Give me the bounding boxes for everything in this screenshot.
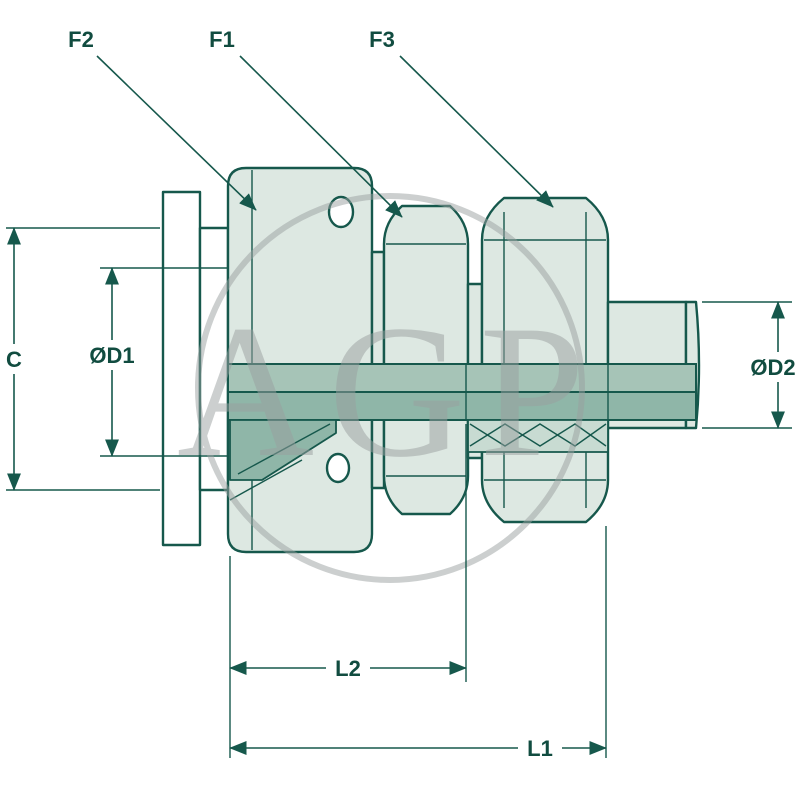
c-label-bg [2,344,28,374]
section-hatch-2 [229,459,303,501]
section-hatch-1 [237,423,331,475]
thread-zigzag-1 [469,423,607,447]
watermark-circle [195,193,585,583]
bore-upper [228,364,696,392]
label-f3: F3 [369,27,395,52]
watermark: AGP [177,193,599,583]
label-f1: F1 [209,27,235,52]
flange-plate [161,190,202,547]
d2-label-bg [742,352,800,382]
section-hole [325,452,351,484]
label-c: C [6,347,22,372]
bore-lower [228,392,696,420]
d1-label-bg [83,340,141,370]
label-d2: ØD2 [750,355,795,380]
label-f2: F2 [68,27,94,52]
leader-f3 [399,55,554,208]
thread-zigzag-2 [469,423,607,447]
l2-label-bg [326,652,370,682]
label-d1: ØD1 [89,343,134,368]
label-l2: L2 [335,656,361,681]
l1-label-bg [518,732,562,762]
leader-f1 [239,55,403,218]
label-l1: L1 [527,736,553,761]
watermark-text: AGP [177,287,599,497]
leader-f2 [96,55,257,211]
dimensions: F2 F1 F3 C ØD1 ØD2 L2 L1 [2,27,800,762]
